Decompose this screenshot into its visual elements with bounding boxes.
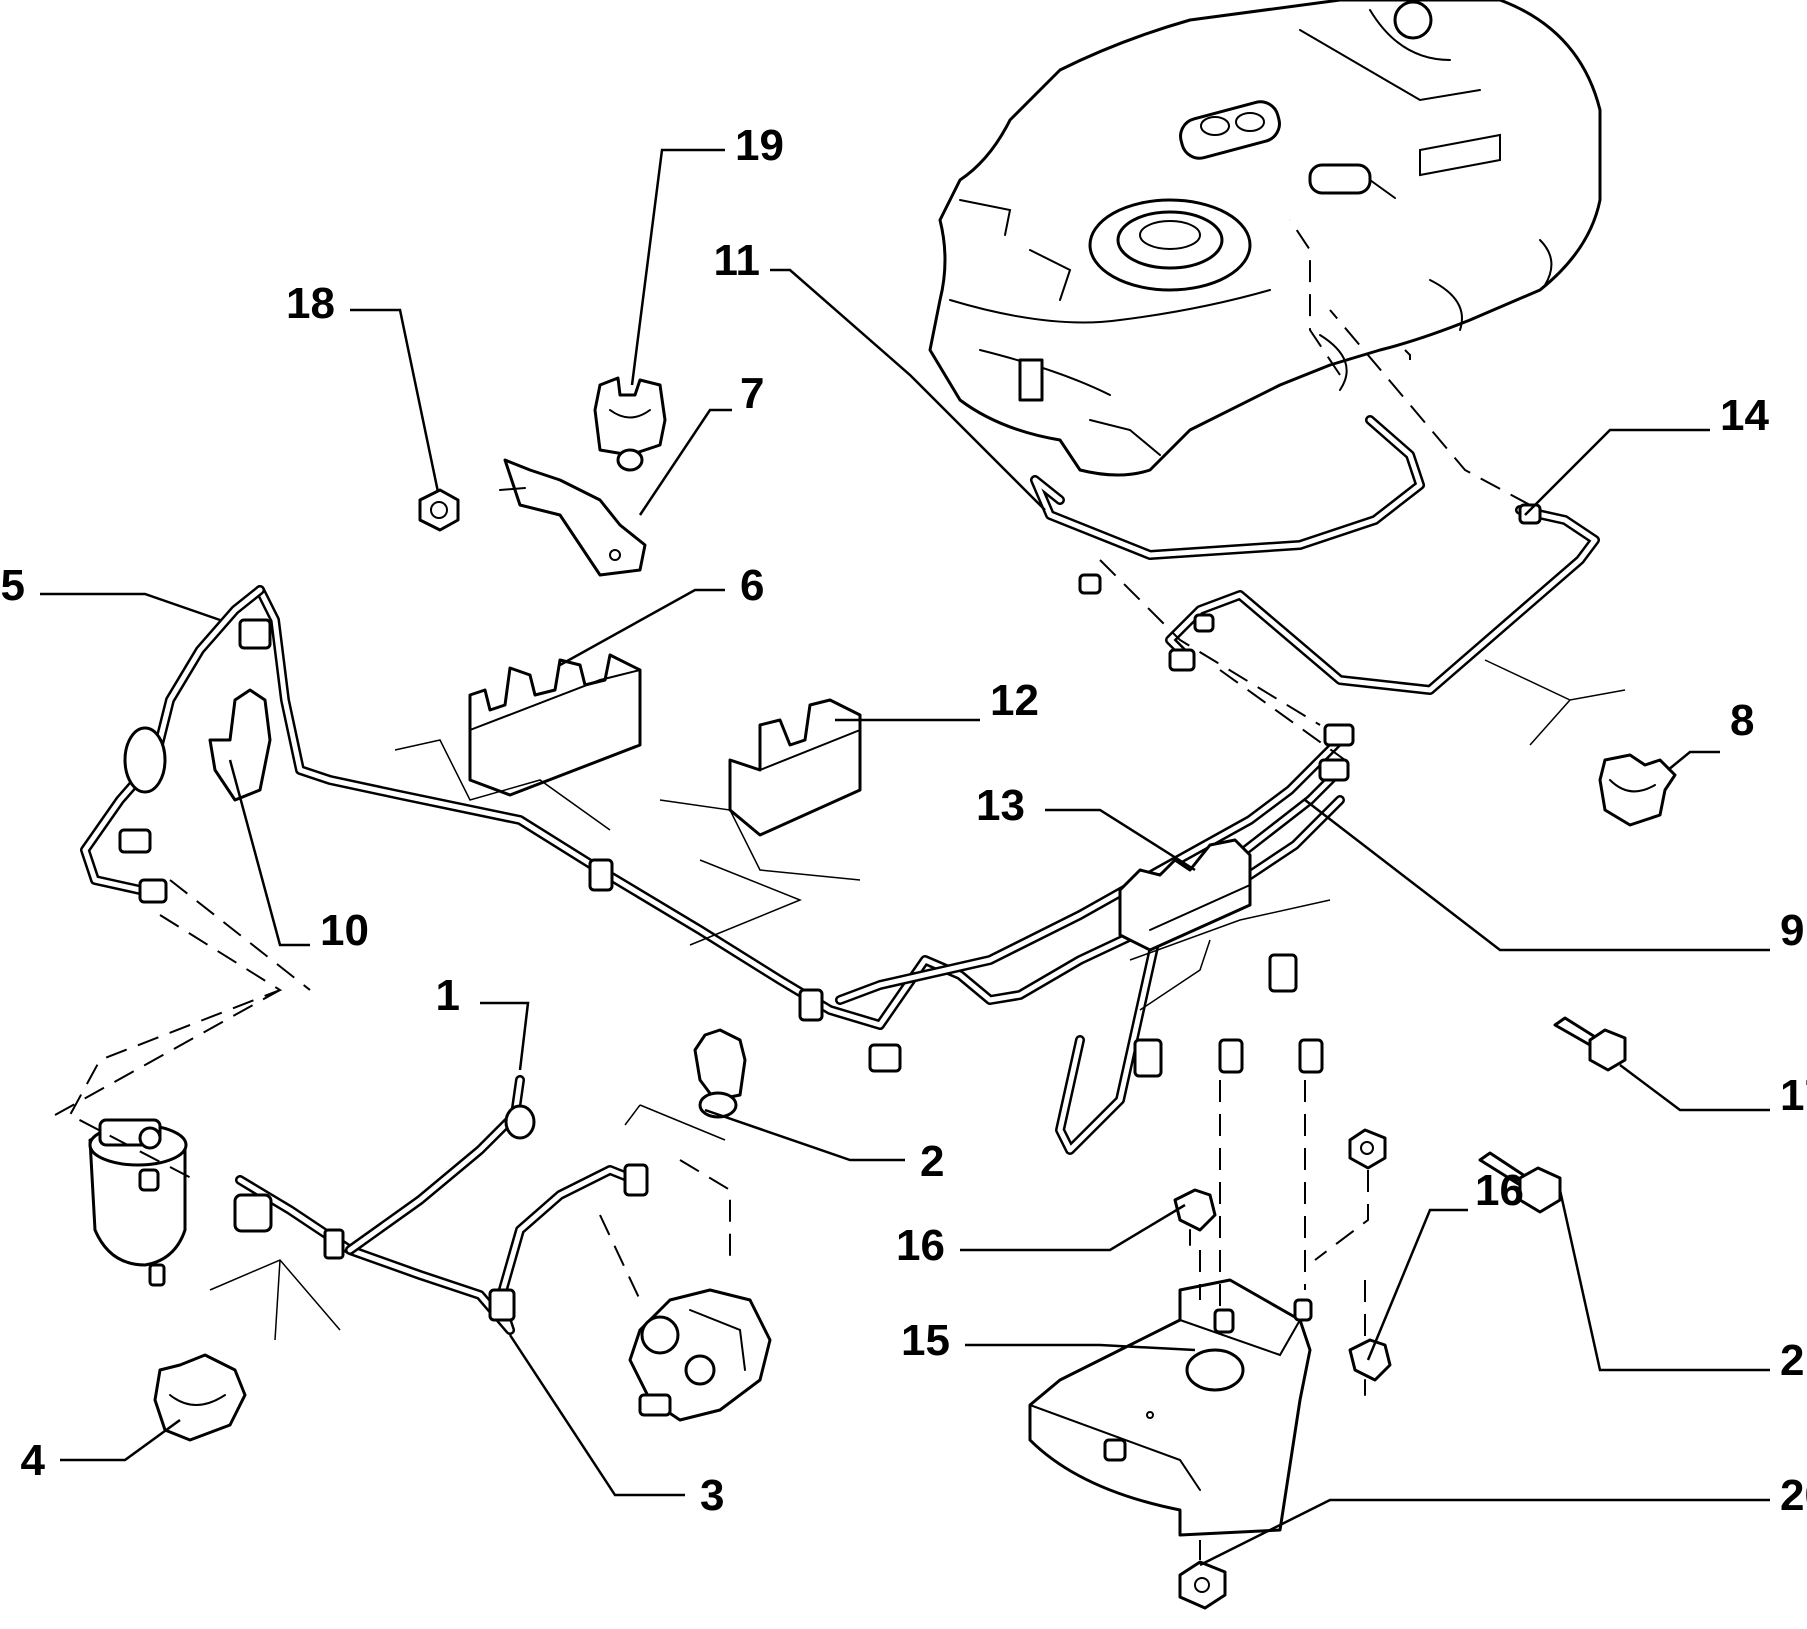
clip-holder-13 [1118,838,1252,952]
bolt-17 [1553,1016,1627,1072]
callout-10: 10 [320,906,369,955]
nut-20 [1178,1560,1227,1610]
reference-lines [209,659,1626,1341]
callout-leaders [40,148,1770,1567]
bracket-7 [499,458,647,577]
callout-9: 9 [1780,906,1804,955]
callout-1: 1 [436,971,460,1020]
callout-7: 7 [740,369,764,418]
callout-20: 20 [1780,1471,1807,1520]
callout-11: 11 [713,236,760,285]
clip-2 [693,1028,747,1119]
callout-labels: 1 2 3 4 5 6 7 8 9 10 11 12 13 14 15 16 1… [1,121,1807,1520]
callout-15: 15 [901,1316,950,1365]
fuel-filter [88,1118,188,1287]
high-pressure-pump [628,1288,772,1422]
nut-16-upper [1348,1128,1387,1170]
nut-18 [418,488,460,532]
assembly-lines [54,219,1531,1560]
callout-4: 4 [21,1436,46,1485]
clip-holder-6 [468,653,642,797]
callout-19: 19 [735,121,784,170]
callout-6: 6 [740,561,764,610]
clip-4 [153,1353,247,1442]
callout-18: 18 [286,279,335,328]
callout-2: 2 [920,1137,944,1186]
clip-10 [208,688,272,802]
clip-16-left [1173,1188,1217,1246]
pipe-clip-19 [593,376,667,472]
callout-8: 8 [1730,696,1754,745]
callout-16-left: 16 [896,1221,945,1270]
clip-16-right [1348,1338,1392,1396]
clip-8 [1598,753,1677,827]
callout-13: 13 [976,781,1025,830]
callout-16-right: 16 [1475,1166,1524,1215]
canister-15 [1028,1278,1313,1537]
clip-holder-12 [728,698,862,837]
callout-12: 12 [990,676,1039,725]
callout-5: 5 [1,561,25,610]
callout-17: 17 [1780,1071,1807,1120]
bolt-21 [1478,1151,1562,1214]
callout-3: 3 [700,1471,724,1520]
fuel-tank [928,0,1602,477]
fuel-pipes [80,415,1600,1335]
callout-21: 21 [1780,1336,1807,1385]
callout-14: 14 [1720,391,1769,440]
